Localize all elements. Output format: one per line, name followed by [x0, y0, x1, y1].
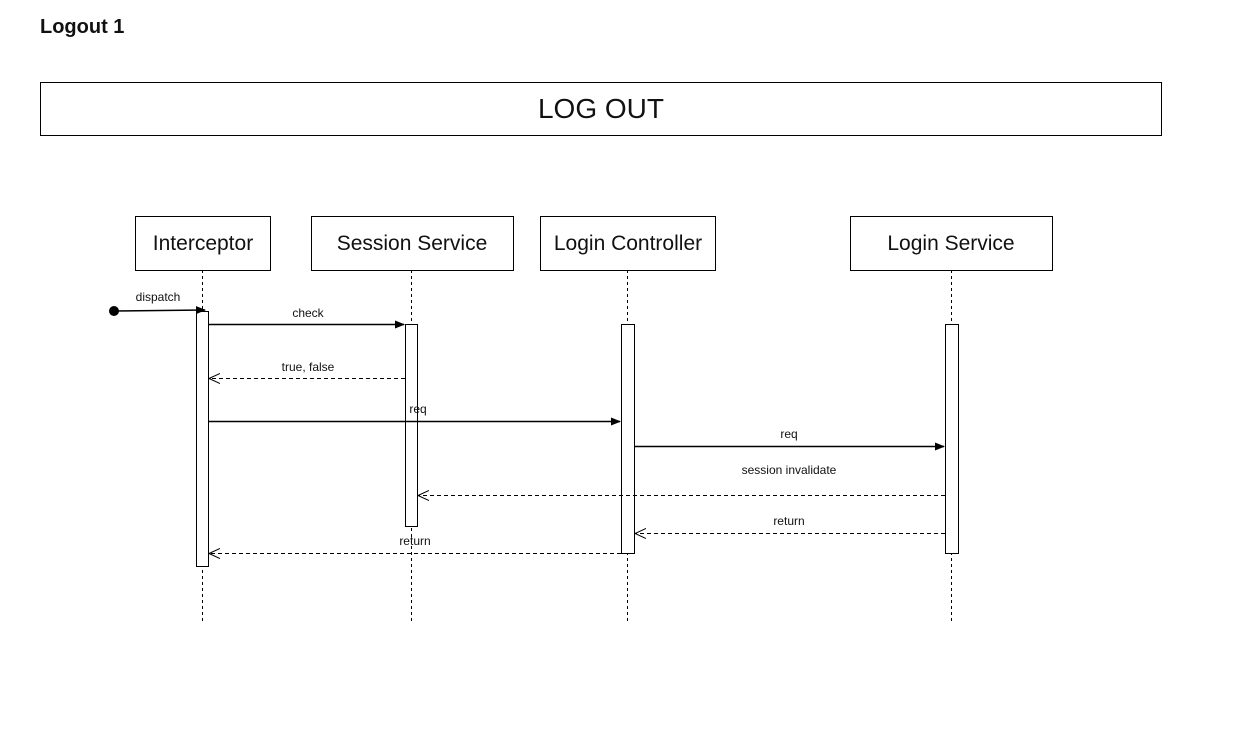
message-return-2-label: return [399, 534, 430, 548]
page-heading: Logout 1 [40, 16, 125, 38]
participant-login-service: Login Service [850, 216, 1053, 271]
participant-interceptor-label: Interceptor [153, 232, 253, 255]
message-dispatch-label: dispatch [136, 290, 181, 304]
participant-interceptor: Interceptor [135, 216, 271, 271]
diagram-title: LOG OUT [537, 93, 664, 124]
diagram-title-banner: LOG OUT [40, 82, 1162, 136]
message-true-false-label: true, false [282, 360, 335, 374]
message-dispatch-arrow [113, 306, 206, 315]
participant-login-controller-label: Login Controller [554, 232, 702, 255]
activation-bar-session-service [405, 324, 418, 527]
message-req-1-label: req [409, 402, 426, 416]
participant-session-service-label: Session Service [337, 232, 488, 255]
message-req-2-label: req [780, 427, 797, 441]
activation-bar-login-controller [621, 324, 635, 554]
participant-login-service-label: Login Service [887, 232, 1014, 255]
message-check-label: check [292, 306, 324, 320]
message-return-1-label: return [773, 514, 804, 528]
participant-session-service: Session Service [311, 216, 514, 271]
participant-login-controller: Login Controller [540, 216, 716, 271]
message-session-invalidate-label: session invalidate [742, 463, 837, 477]
activation-bar-login-service [945, 324, 959, 554]
activation-bar-interceptor [196, 311, 209, 567]
